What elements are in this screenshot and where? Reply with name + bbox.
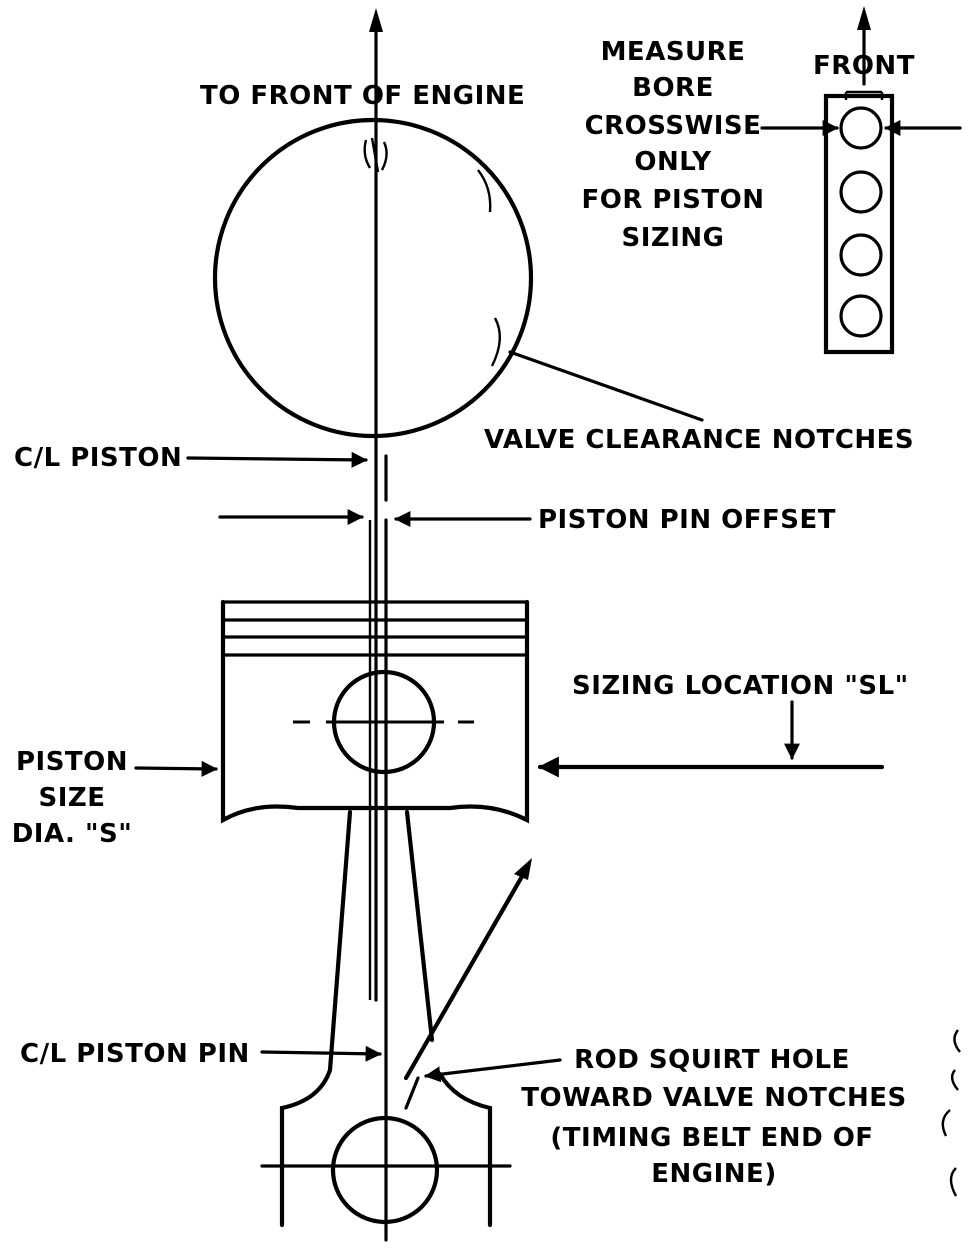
label-piston-pin-offset: PISTON PIN OFFSET xyxy=(538,505,836,535)
squirt-hole-leader xyxy=(424,1058,562,1083)
svg-text:(TIMING BELT END OF: (TIMING BELT END OF xyxy=(550,1123,873,1153)
svg-text:BORE: BORE xyxy=(632,73,714,103)
cl-piston-leader xyxy=(186,451,368,468)
label-rod-squirt-hole: ROD SQUIRT HOLE TOWARD VALVE NOTCHES (TI… xyxy=(521,1045,906,1189)
piston-centerline xyxy=(369,8,383,1002)
label-sizing-location: SIZING LOCATION "SL" xyxy=(572,671,909,701)
svg-text:SIZE: SIZE xyxy=(38,783,105,813)
valve-notches-leader xyxy=(508,350,704,422)
svg-text:ROD SQUIRT HOLE: ROD SQUIRT HOLE xyxy=(574,1045,850,1075)
cl-piston-pin-leader xyxy=(260,1045,382,1062)
piston-top-view xyxy=(212,117,534,439)
svg-text:MEASURE: MEASURE xyxy=(601,37,746,67)
engine-block-top-view xyxy=(760,6,962,355)
valve-notch-upper xyxy=(477,169,492,213)
svg-text:SIZING: SIZING xyxy=(621,223,724,253)
svg-text:ENGINE): ENGINE) xyxy=(651,1159,776,1189)
piston-size-arrow xyxy=(134,760,218,777)
valve-notch-lower xyxy=(490,317,501,367)
cylinder-2 xyxy=(839,170,883,214)
label-measure-bore: MEASURE BORE CROSSWISE ONLY FOR PISTON S… xyxy=(582,37,765,253)
piston-pin-offset-dimension xyxy=(218,509,532,527)
cylinder-1 xyxy=(839,106,883,150)
label-cl-piston: C/L PISTON xyxy=(14,443,182,473)
cylinder-3 xyxy=(839,233,883,277)
svg-text:FOR PISTON: FOR PISTON xyxy=(582,185,765,215)
sizing-location-marker xyxy=(537,700,885,778)
label-piston-size: PISTON SIZE DIA. "S" xyxy=(12,747,133,849)
label-to-front-of-engine: TO FRONT OF ENGINE xyxy=(200,81,525,111)
svg-text:ONLY: ONLY xyxy=(634,147,712,177)
connecting-rod xyxy=(260,809,512,1228)
squirt-direction-arrow xyxy=(403,858,532,1081)
svg-text:DIA. "S": DIA. "S" xyxy=(12,819,133,849)
svg-text:CROSSWISE: CROSSWISE xyxy=(585,111,762,141)
label-cl-piston-pin: C/L PISTON PIN xyxy=(20,1039,250,1069)
label-front: FRONT xyxy=(813,51,915,81)
svg-text:PISTON: PISTON xyxy=(16,747,128,777)
cropped-edge-marks xyxy=(941,1029,961,1197)
label-valve-clearance-notches: VALVE CLEARANCE NOTCHES xyxy=(484,425,914,455)
svg-text:TOWARD VALVE NOTCHES: TOWARD VALVE NOTCHES xyxy=(521,1083,906,1113)
cylinder-4 xyxy=(839,294,883,338)
